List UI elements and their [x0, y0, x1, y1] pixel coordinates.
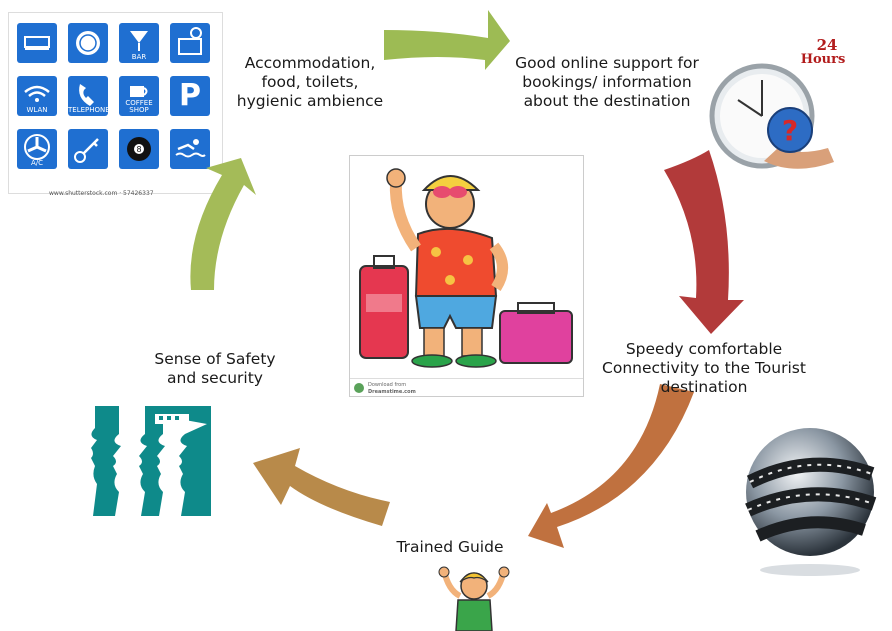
faces-profile-icon	[35, 406, 207, 516]
wifi-icon: WLAN	[17, 76, 57, 116]
bed-icon	[17, 23, 57, 63]
clock-icon: ?	[709, 63, 834, 169]
key-icon	[68, 129, 108, 169]
arrow-top	[384, 10, 510, 70]
svg-text:?: ?	[782, 114, 798, 147]
clock-hours-text: Hours	[800, 52, 846, 67]
telephone-icon: TELEPHONE	[68, 76, 110, 116]
clock-24-hours-image: ? 24 Hours	[704, 36, 850, 182]
tourist-image: Download from Dreamstime.com	[349, 155, 584, 397]
coffee-shop-icon: COFFEE SHOP	[119, 76, 159, 116]
download-caption: Download from	[368, 382, 407, 388]
site-caption: Dreamstime.com	[368, 389, 416, 395]
guide-image	[432, 566, 516, 631]
label-trained-guide: Trained Guide	[396, 538, 504, 556]
tourist-illustration	[359, 168, 573, 368]
cheering-kid-icon	[438, 566, 510, 631]
globe-icon	[745, 428, 877, 576]
safety-image	[35, 406, 211, 516]
fan-icon: A/C	[17, 129, 57, 169]
label-safety: Sense of Safety and security	[154, 350, 276, 387]
label-online-support: Good online support for bookings/ inform…	[515, 54, 699, 110]
dreamstime-logo-icon	[354, 383, 364, 393]
arrow-lower-right	[528, 384, 694, 548]
image-footer: Download from Dreamstime.com	[350, 378, 583, 397]
swimming-icon	[170, 129, 210, 169]
amenity-signs-image: BAR WLAN TELEPHONE COFFEE SHOP P A/C 8 w…	[8, 12, 223, 197]
bar-icon: BAR	[119, 23, 159, 63]
image-credit: www.shutterstock.com · 57426337	[49, 190, 154, 197]
arrow-lower-left	[253, 448, 390, 526]
restaurant-icon	[68, 23, 108, 63]
arrow-right	[664, 150, 744, 334]
svg-text:8: 8	[136, 145, 141, 154]
tv-icon	[170, 23, 210, 63]
label-connectivity: Speedy comfortable Connectivity to the T…	[602, 340, 806, 396]
clock-24-text: 24	[816, 36, 838, 54]
billiard-icon: 8	[119, 129, 159, 169]
arrow-left	[190, 158, 256, 290]
globe-image	[736, 412, 884, 582]
parking-icon: P	[170, 76, 210, 116]
label-accommodation: Accommodation, food, toilets, hygienic a…	[236, 54, 384, 110]
